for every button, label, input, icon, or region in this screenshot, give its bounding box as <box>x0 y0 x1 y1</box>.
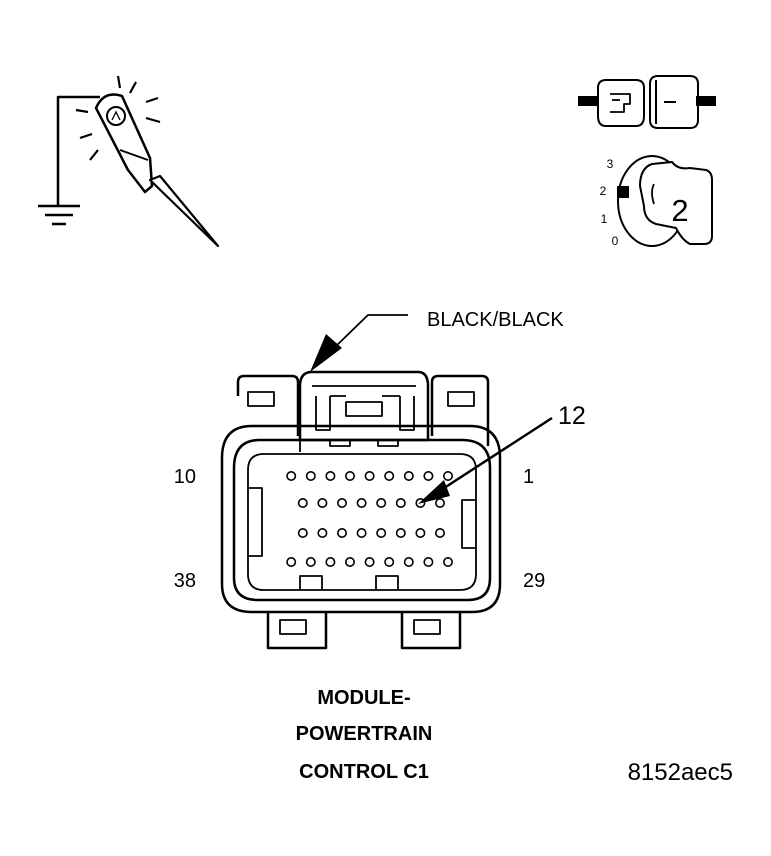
ignition-position-0: 0 <box>612 234 619 248</box>
caption-line-2: POWERTRAIN <box>296 723 433 745</box>
cavity <box>442 556 453 567</box>
cavity <box>344 556 355 567</box>
highlighted-pin-label: 12 <box>558 402 586 430</box>
cavity <box>376 527 387 538</box>
cavity <box>434 527 445 538</box>
cavity <box>286 556 297 567</box>
cavity <box>325 470 336 481</box>
cavity <box>356 497 367 508</box>
cavity <box>364 470 375 481</box>
pin-label-bottom-right: 29 <box>523 570 545 592</box>
pin-label-top-left: 10 <box>174 466 196 488</box>
figure-id: 8152aec5 <box>628 759 733 786</box>
caption-line-3: CONTROL C1 <box>299 761 429 783</box>
cavity <box>415 527 426 538</box>
cavity <box>286 470 297 481</box>
ground-symbol-icon <box>38 204 80 226</box>
cavity <box>305 470 316 481</box>
ignition-selected-position: 2 <box>671 193 688 228</box>
cavity <box>403 556 414 567</box>
pin-callout: 12 <box>418 402 586 504</box>
cavity-highlighted <box>434 497 445 508</box>
cavity <box>364 556 375 567</box>
cavity <box>403 470 414 481</box>
connector-body <box>220 370 502 650</box>
ignition-position-3: 3 <box>607 157 614 171</box>
connector-caption: MODULE- POWERTRAIN CONTROL C1 <box>296 687 433 783</box>
connector-color-label: BLACK/BLACK <box>427 309 564 331</box>
unplugged-connector-icon <box>578 75 716 129</box>
cavity <box>395 527 406 538</box>
cavity <box>442 470 453 481</box>
test-light-icon <box>38 75 220 248</box>
pin-label-top-right: 1 <box>523 466 534 488</box>
cavity <box>325 556 336 567</box>
cavity <box>395 497 406 508</box>
cavity <box>423 470 434 481</box>
cavity <box>356 527 367 538</box>
ignition-position-2: 2 <box>600 184 607 198</box>
cavity <box>376 497 387 508</box>
cavity <box>336 497 347 508</box>
cavity <box>336 527 347 538</box>
cavity <box>297 527 308 538</box>
pin-label-bottom-left: 38 <box>174 570 196 592</box>
cavity <box>384 556 395 567</box>
ignition-position-1: 1 <box>601 212 608 226</box>
cavity <box>344 470 355 481</box>
ignition-switch-icon: 2 3 2 1 0 <box>600 155 713 248</box>
color-callout: BLACK/BLACK <box>310 309 564 372</box>
caption-line-1: MODULE- <box>317 687 410 709</box>
cavity <box>317 527 328 538</box>
cavity <box>297 497 308 508</box>
cavity <box>317 497 328 508</box>
cavity <box>384 470 395 481</box>
cavity <box>305 556 316 567</box>
cavity <box>423 556 434 567</box>
connector-cavities <box>286 470 453 567</box>
